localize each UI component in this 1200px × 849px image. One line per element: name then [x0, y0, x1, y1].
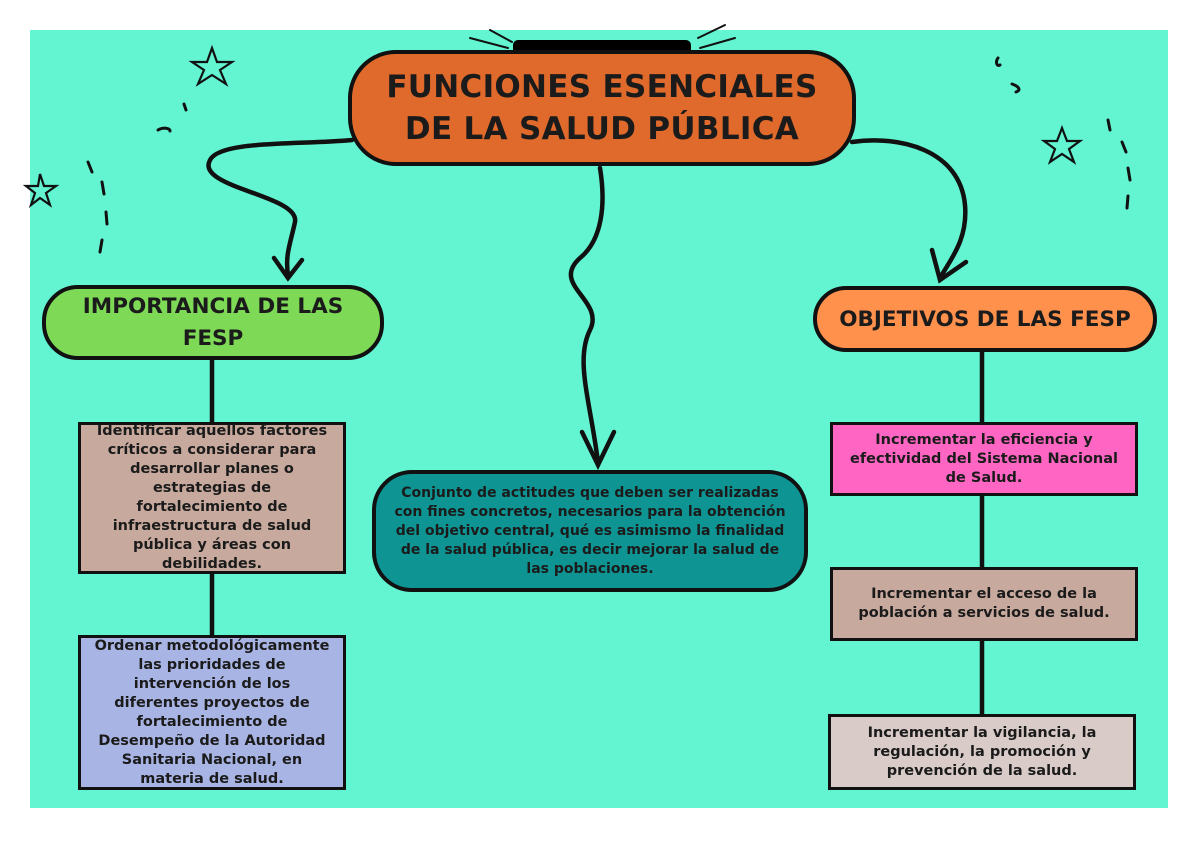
right-item-1: Incrementar la eficiencia y efectividad … — [830, 422, 1138, 496]
right-item-3: Incrementar la vigilancia, la regulación… — [828, 714, 1136, 790]
left-item-2: Ordenar metodológicamente las prioridade… — [78, 635, 346, 790]
diagram-title: FUNCIONES ESENCIALES DE LA SALUD PÚBLICA — [348, 50, 856, 166]
right-heading: OBJETIVOS DE LAS FESP — [813, 286, 1157, 352]
center-definition-box: Conjunto de actitudes que deben ser real… — [372, 470, 808, 592]
right-item-2: Incrementar el acceso de la población a … — [830, 567, 1138, 641]
left-heading: IMPORTANCIA DE LAS FESP — [42, 285, 384, 360]
left-item-1: Identificar aquellos factores críticos a… — [78, 422, 346, 574]
